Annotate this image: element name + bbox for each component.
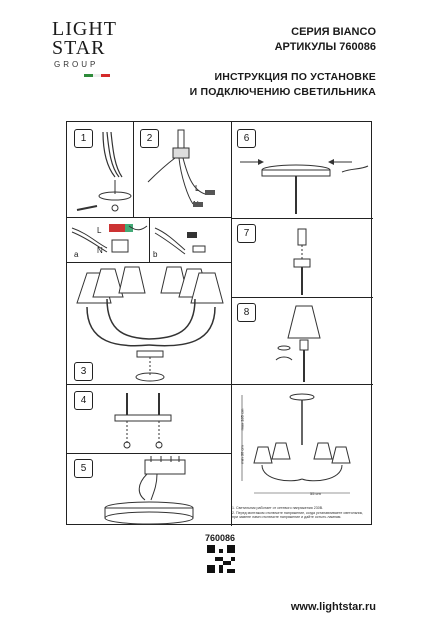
divider: [149, 217, 150, 262]
divider: [133, 122, 134, 217]
step-3-chandelier-illustration: [76, 266, 224, 382]
divider: [67, 262, 231, 263]
step-2-wire-illustration: [147, 129, 215, 207]
instruction-title-line-1: ИНСТРУКЦИЯ ПО УСТАНОВКЕ: [214, 71, 376, 83]
step-2-number: 2: [140, 129, 159, 148]
step-6-number: 6: [237, 129, 256, 148]
instruction-title-line-2: И ПОДКЛЮЧЕНИЮ СВЕТИЛЬНИКА: [189, 86, 376, 98]
dimensions-illustration: [241, 393, 351, 494]
divider: [231, 218, 373, 219]
step-6-canopy-illustration: [240, 159, 369, 214]
step-4-number: 4: [74, 391, 93, 410]
article-number: АРТИКУЛЫ 760086: [274, 41, 376, 53]
wiring-options-illustration: [71, 224, 206, 255]
logo-line-2: STAR: [52, 37, 106, 59]
website-link[interactable]: www.lightstar.ru: [290, 601, 376, 613]
note-line: 1. Светильник работает от сетевого напря…: [232, 506, 324, 510]
note-line: при замене ламп отключите напряжение и д…: [232, 515, 342, 520]
footer-article-number: 760086: [205, 533, 236, 543]
wire-label-l-2: L: [195, 184, 200, 193]
step-5-number: 5: [74, 459, 93, 478]
brand-logo: LIGHT STAR GROUP: [52, 18, 130, 92]
divider: [67, 453, 231, 454]
divider: [67, 384, 373, 385]
note-line: 2. Перед монтажом отключите напряжение, …: [232, 510, 364, 515]
step-1-wire-illustration: [76, 131, 132, 212]
logo-line-1: LIGHT: [52, 18, 117, 40]
step-3-number: 3: [74, 362, 93, 381]
dimension-height-min: min 36 cm: [239, 445, 245, 464]
step-8-shade-illustration: [275, 305, 321, 382]
step-8-number: 8: [237, 303, 256, 322]
series-title: СЕРИЯ BIANCO: [291, 26, 376, 38]
sub-label-b: b: [153, 250, 158, 259]
safety-notes: 1. Светильник работает от сетевого напря…: [232, 506, 368, 520]
instruction-diagram-panel: 1 2 6 7 8 3 4 5 a b L N L N: [66, 121, 373, 526]
step-5-terminal-illustration: [104, 456, 194, 525]
step-1-number: 1: [74, 129, 93, 148]
dimension-height-max: max 185 cm: [239, 408, 245, 431]
qr-code-icon: [207, 545, 235, 573]
divider: [231, 297, 373, 298]
step-7-bulb-illustration: [293, 228, 311, 295]
step-7-number: 7: [237, 224, 256, 243]
divider: [231, 122, 232, 384]
italian-flag-icon: [84, 74, 111, 77]
wire-label-l: L: [97, 226, 102, 235]
divider: [231, 384, 232, 526]
dimension-width: 55 cm: [310, 491, 321, 496]
step-4-mounting-illustration: [114, 393, 172, 449]
wire-label-n: N: [97, 246, 103, 255]
logo-line-3: GROUP: [54, 60, 99, 69]
sub-label-a: a: [74, 250, 79, 259]
